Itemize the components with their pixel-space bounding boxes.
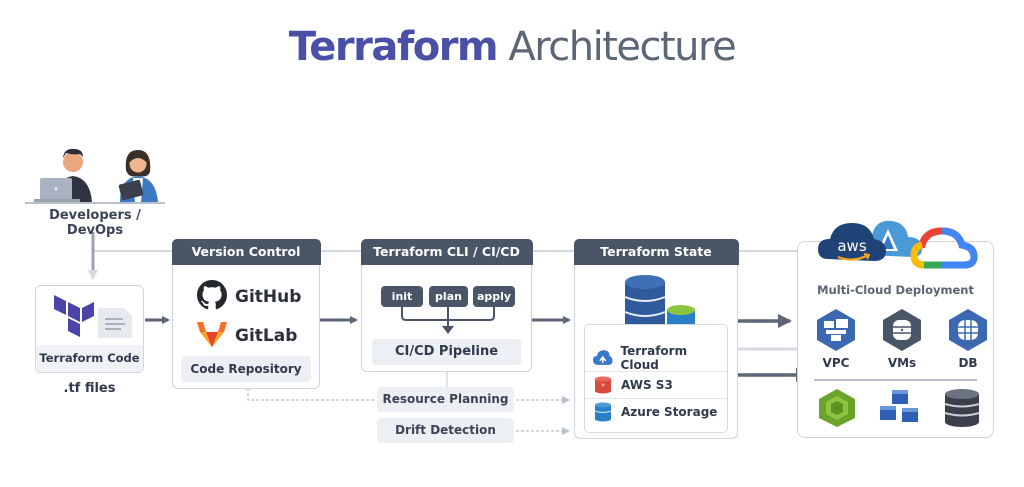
terraform-cli-header: Terraform CLI / CI/CD [360, 238, 533, 265]
drift-detection-pill[interactable]: Drift Detection [377, 418, 514, 443]
resource-planning-pill[interactable]: Resource Planning [377, 387, 514, 412]
apply-command[interactable]: apply [473, 286, 515, 307]
backend-label: Terraform Cloud [620, 344, 688, 372]
multicloud-title: Multi-Cloud Deployment [817, 283, 974, 297]
developers-illustration [20, 140, 170, 208]
title-architecture: Architecture [508, 24, 736, 70]
terraform-state-card: Terraform State Terraform Cloud AWS S3 [573, 238, 739, 439]
service-db[interactable]: DB [946, 308, 990, 370]
gitlab-provider[interactable]: GitLab [197, 320, 297, 352]
gcp-cloud-icon [910, 227, 978, 269]
github-icon [197, 280, 227, 314]
tf-files-caption: .tf files [63, 381, 116, 396]
service-vms[interactable]: VMs [880, 308, 924, 370]
container-icon [819, 389, 855, 427]
page-title: Terraform Architecture [0, 24, 1024, 70]
merge-arrow [401, 307, 495, 334]
terraform-code-label: Terraform Code [36, 345, 143, 372]
cicd-pipeline-label: CI/CD Pipeline [372, 339, 521, 365]
developers-label: Developers / DevOps [49, 208, 141, 238]
terraform-cli-card: Terraform CLI / CI/CD init plan apply CI… [360, 238, 533, 372]
document-icon [98, 308, 132, 342]
s3-bucket-icon [595, 376, 611, 394]
cloud-providers: aws [818, 213, 978, 273]
init-command[interactable]: init [381, 286, 423, 307]
gitlab-label: GitLab [235, 326, 298, 346]
vc-dashed-line [247, 388, 375, 401]
backend-label: Azure Storage [621, 405, 718, 419]
terraform-state-header: Terraform State [573, 238, 739, 265]
service-icons-row: VPC VMs DB [814, 308, 990, 370]
storage-icon [944, 389, 980, 427]
extra-icons-row [816, 388, 982, 428]
title-terraform: Terraform [288, 24, 499, 70]
cubes-icon [880, 390, 918, 422]
backend-aws-s3[interactable]: AWS S3 [585, 372, 727, 399]
aws-cloud-icon: aws [818, 223, 886, 261]
service-label: DB [958, 356, 978, 370]
github-label: GitHub [235, 287, 302, 307]
cloud-upload-icon [593, 350, 613, 365]
multicloud-card: Multi-Cloud Deployment VPC VMs DB [797, 241, 994, 438]
gitlab-icon [197, 320, 227, 352]
service-label: VMs [887, 356, 917, 370]
code-repository-label: Code Repository [181, 356, 311, 382]
vpc-icon [817, 309, 855, 351]
plan-command[interactable]: plan [429, 286, 468, 307]
terraform-logo-icon [54, 295, 94, 341]
vm-icon [883, 309, 921, 351]
divider [814, 379, 977, 381]
svg-text:aws: aws [837, 237, 866, 255]
azure-storage-icon [594, 402, 612, 422]
github-provider[interactable]: GitHub [197, 280, 301, 314]
version-control-card: Version Control GitHub GitLab Code Repos… [171, 238, 321, 389]
backend-azure-storage[interactable]: Azure Storage [585, 399, 727, 425]
db-icon [949, 309, 987, 351]
backend-terraform-cloud[interactable]: Terraform Cloud [585, 344, 727, 372]
service-label: VPC [822, 356, 850, 370]
backend-label: AWS S3 [621, 378, 673, 392]
service-vpc[interactable]: VPC [814, 308, 858, 370]
version-control-header: Version Control [171, 238, 321, 265]
terraform-code-card[interactable]: Terraform Code [35, 285, 144, 373]
state-backends-list: Terraform Cloud AWS S3 Azure Storage [584, 324, 728, 433]
